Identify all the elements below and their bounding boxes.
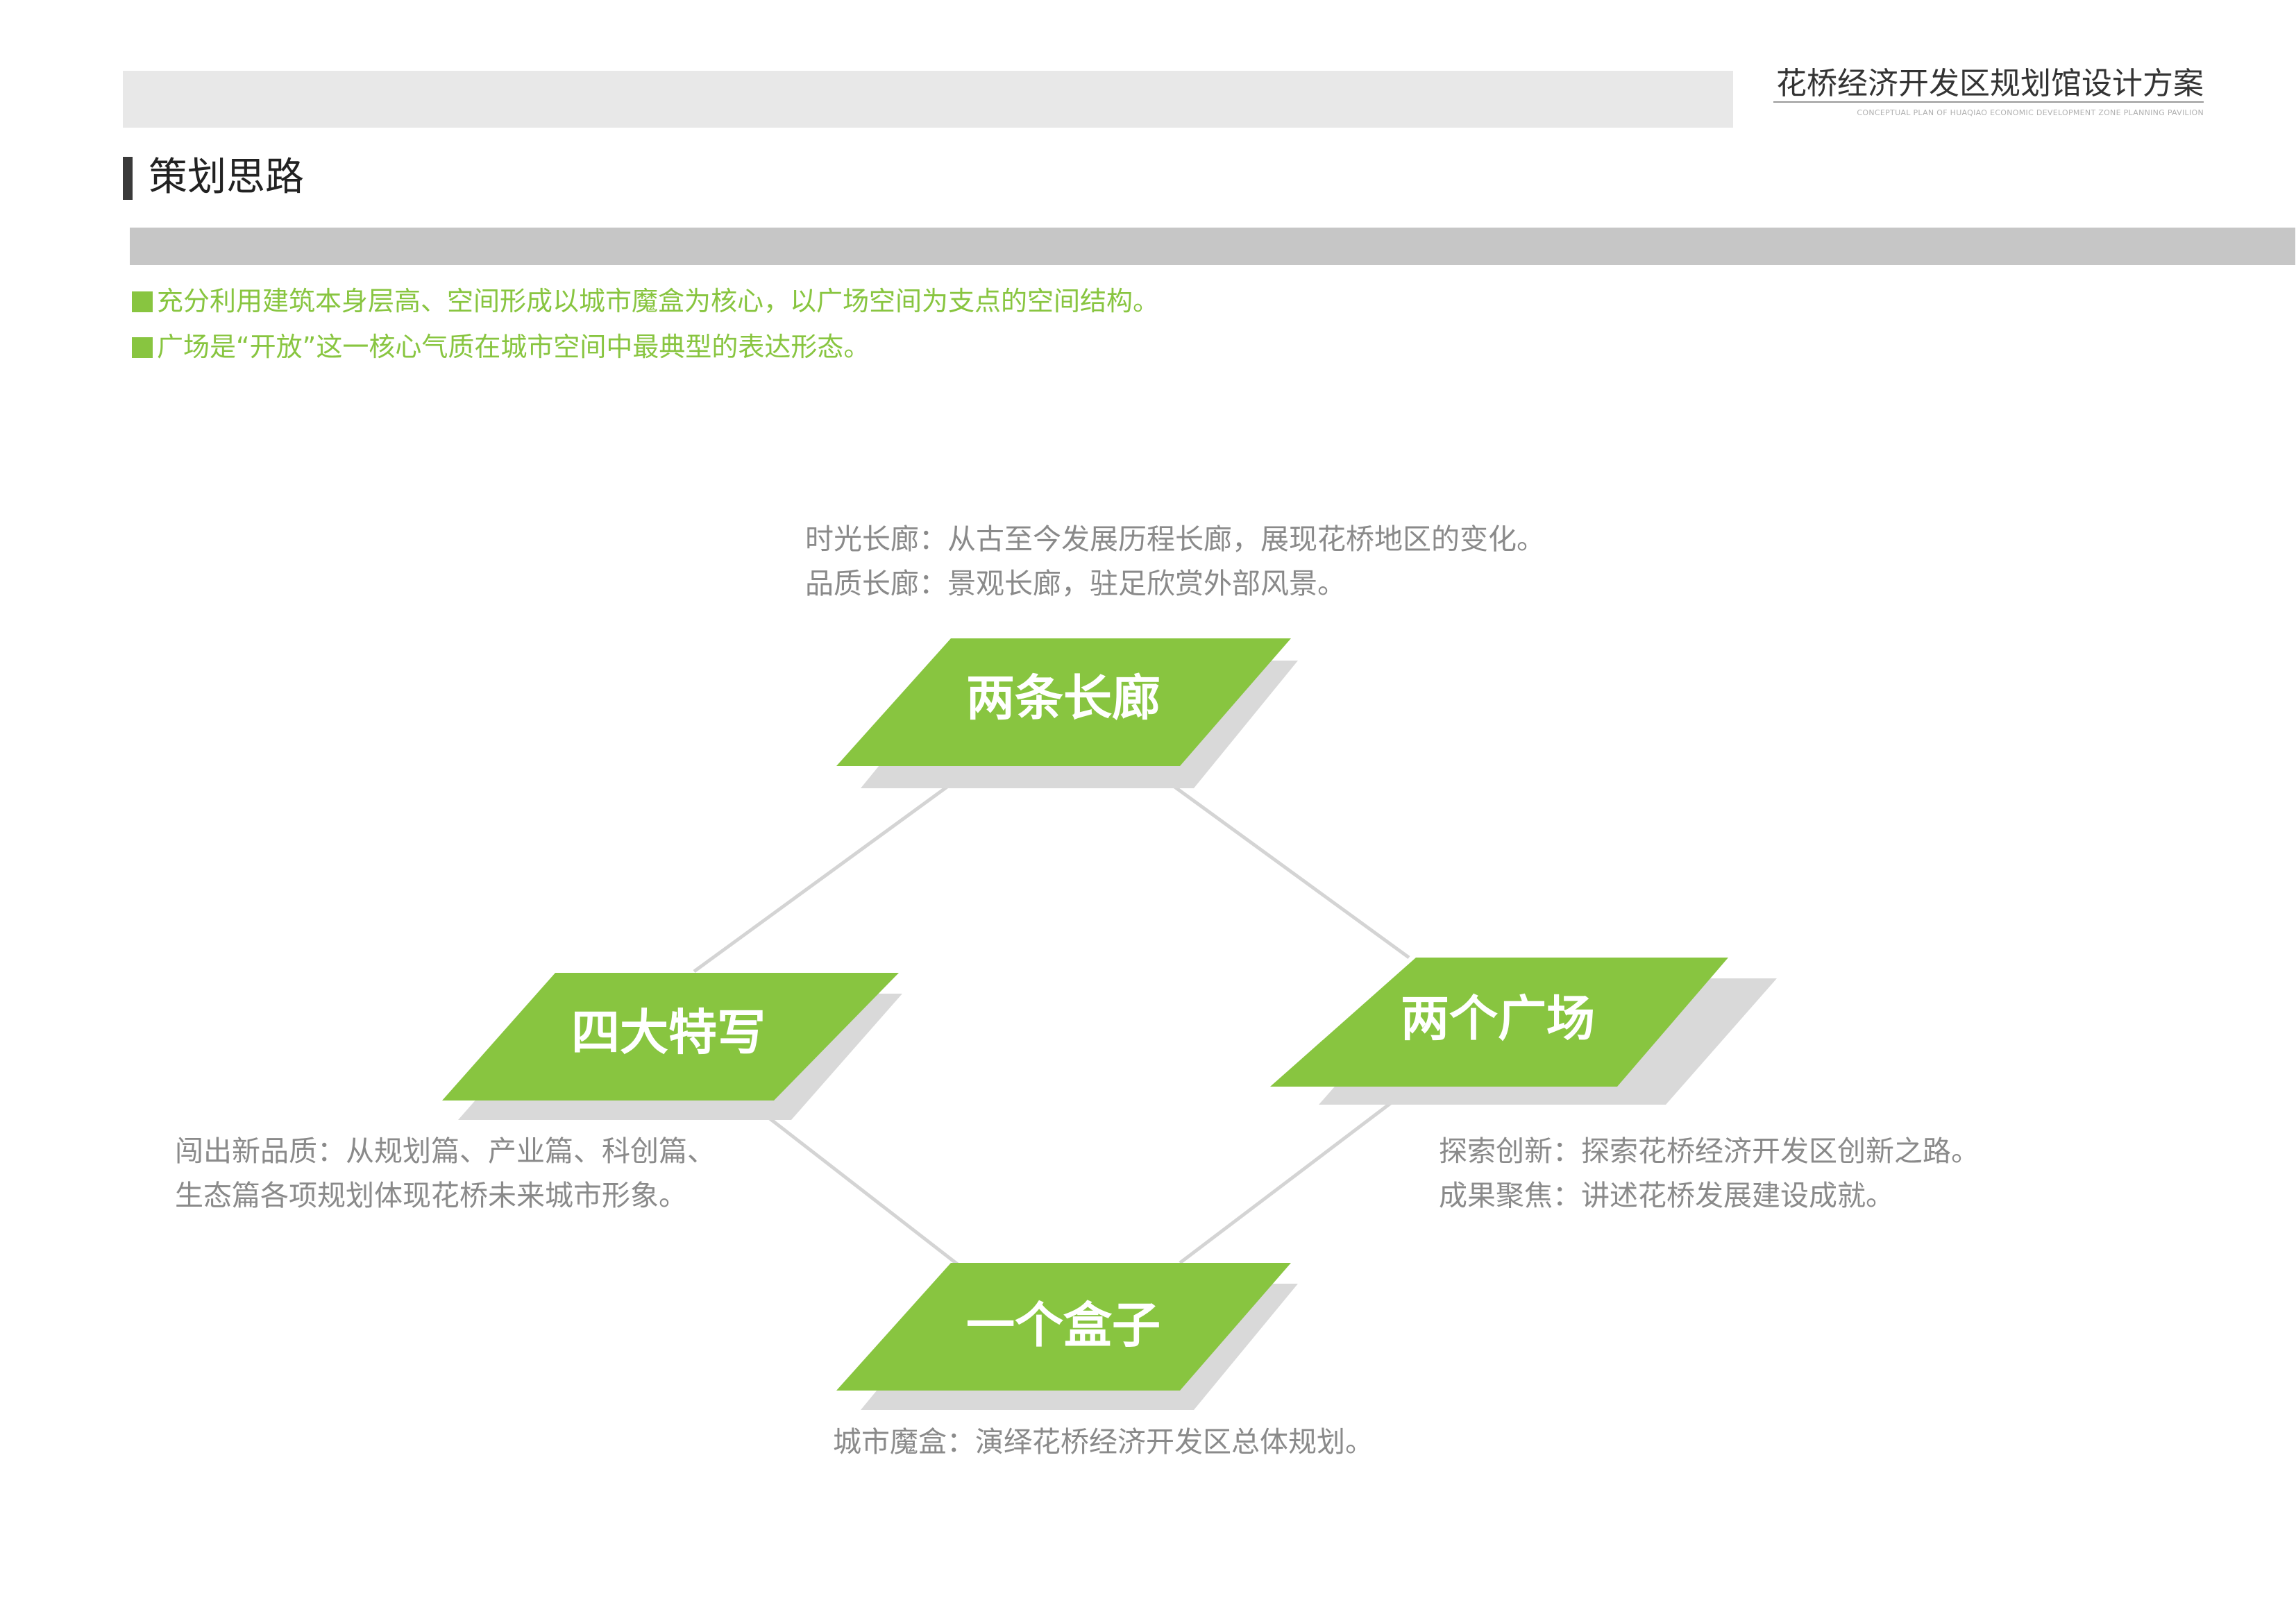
node-two-corridors: 两条长廊 (836, 638, 1298, 788)
description-line: 城市魔盒：演绎花桥经济开发区总体规划。 (833, 1425, 1374, 1459)
node-description: 时光长廊：从古至今发展历程长廊，展现花桥地区的变化。 品质长廊：景观长廊，驻足欣… (805, 517, 1545, 606)
connector-left-bottom (762, 1112, 966, 1271)
document-subtitle: CONCEPTUAL PLAN OF HUAQIAO ECONOMIC DEVE… (1857, 108, 2204, 117)
node-description: 闯出新品质：从规划篇、产业篇、科创篇、 生态篇各项规划体现花桥未来城市形象。 (175, 1129, 716, 1218)
section-band (130, 228, 2295, 265)
node-one-box: 一个盒子 (836, 1263, 1298, 1410)
section-title: 策划思路 (149, 155, 304, 200)
node-label: 两条长廊 (966, 670, 1160, 726)
bullet-text: 广场是“开放”这一核心气质在城市空间中最典型的表达形态。 (157, 332, 870, 362)
document-title: 花桥经济开发区规划馆设计方案 (1776, 66, 2204, 101)
square-bullet-icon (132, 337, 153, 358)
node-parallelogram (442, 973, 899, 1101)
node-parallelogram (836, 1263, 1291, 1391)
node-two-plazas: 两个广场 (1270, 958, 1777, 1105)
connector-top-right (1165, 779, 1410, 960)
node-parallelogram (1270, 958, 1728, 1087)
node-description: 探索创新：探索花桥经济开发区创新之路。 成果聚焦：讲述花桥发展建设成就。 (1439, 1129, 1980, 1218)
bullet-item: 充分利用建筑本身层高、空间形成以城市魔盒为核心，以广场空间为支点的空间结构。 (132, 286, 1159, 318)
description-line: 生态篇各项规划体现花桥未来城市形象。 (175, 1179, 687, 1212)
square-bullet-icon (132, 291, 153, 312)
node-parallelogram (836, 638, 1291, 766)
node-description: 城市魔盒：演绎花桥经济开发区总体规划。 (833, 1420, 1374, 1464)
node-label: 一个盒子 (966, 1297, 1160, 1354)
header-bar (123, 71, 1733, 128)
description-line: 时光长廊：从古至今发展历程长廊，展现花桥地区的变化。 (805, 522, 1545, 556)
section-marker (123, 157, 133, 200)
node-four-features: 四大特写 (442, 973, 902, 1120)
bullet-item: 广场是“开放”这一核心气质在城市空间中最典型的表达形态。 (132, 332, 870, 364)
description-line: 探索创新：探索花桥经济开发区创新之路。 (1439, 1135, 1980, 1168)
node-label: 四大特写 (571, 1004, 766, 1061)
node-label: 两个广场 (1401, 990, 1595, 1047)
connector-right-bottom (1179, 1098, 1396, 1264)
title-divider (1773, 101, 2204, 103)
description-line: 成果聚焦：讲述花桥发展建设成就。 (1439, 1179, 1894, 1212)
connector-top-left (693, 782, 952, 974)
description-line: 闯出新品质：从规划篇、产业篇、科创篇、 (175, 1135, 716, 1168)
bullet-text: 充分利用建筑本身层高、空间形成以城市魔盒为核心，以广场空间为支点的空间结构。 (157, 286, 1160, 316)
description-line: 品质长廊：景观长廊，驻足欣赏外部风景。 (805, 567, 1346, 600)
